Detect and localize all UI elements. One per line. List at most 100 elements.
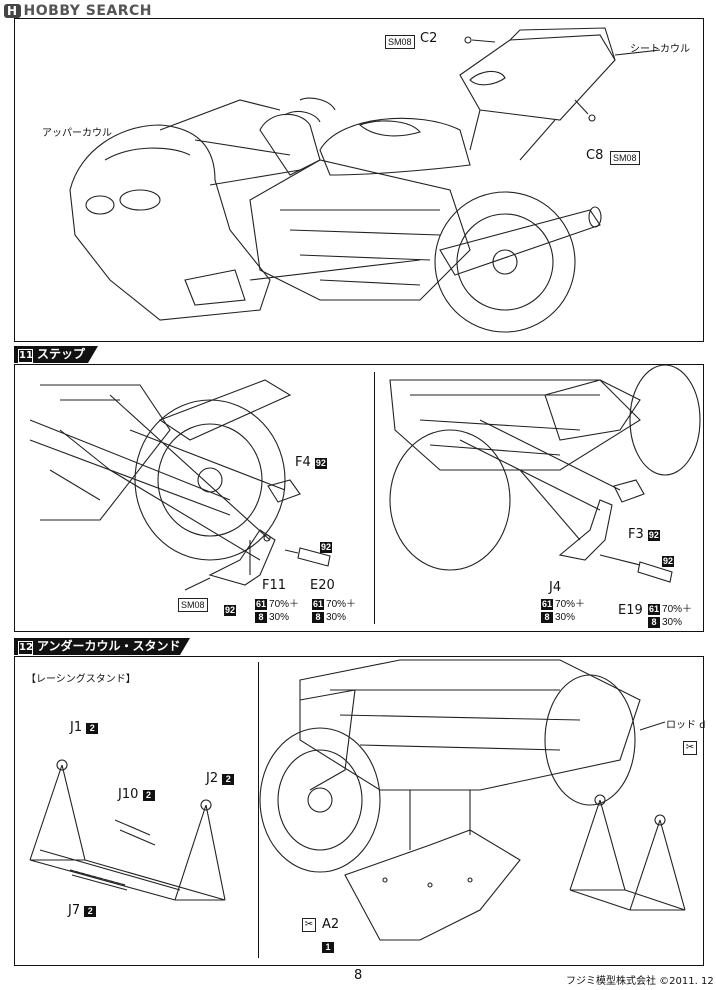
watermark-text: HOBBY SEARCH [23, 3, 153, 19]
e19-top-color-num: 92 [662, 556, 675, 567]
f11-paint-num-2: 8 [255, 612, 267, 623]
a2-num: 1 [322, 935, 336, 954]
f4-label: F4 92 [295, 455, 329, 470]
f3-part [613, 479, 645, 503]
j1-part-number: J1 [70, 720, 83, 735]
watermark-logo: H [4, 4, 21, 18]
f4-color: 92 [314, 458, 327, 469]
under-frame [14, 656, 704, 966]
j1-num: 2 [86, 723, 99, 734]
step-title: ステップ [37, 347, 86, 361]
front-wheel-under [259, 727, 381, 873]
j10-num: 2 [142, 790, 155, 801]
step-frame [14, 364, 704, 632]
muffler-top [439, 209, 601, 276]
engine-under [299, 659, 641, 791]
e19-top-color: 92 [662, 549, 676, 568]
c2-label: C2 [420, 31, 438, 46]
j2-label: J2 2 [206, 771, 236, 786]
e20-paint-num-1: 61 [312, 599, 325, 610]
e19-paint-num-1: 61 [648, 604, 661, 615]
fuel-tank [319, 117, 471, 176]
under-header: 12 アンダーカウル・スタンド [14, 638, 190, 655]
j7-label: J7 2 [68, 903, 98, 918]
under-title: アンダーカウル・スタンド [37, 639, 181, 653]
j7-part-number: J7 [68, 903, 81, 918]
e20-peg [297, 547, 331, 567]
f3-part-number: F3 [628, 527, 644, 542]
intake-funnels [259, 113, 321, 176]
e19-paint-text-1: 70%＋ [662, 604, 693, 615]
step-divider [374, 372, 375, 624]
j10-bar [114, 819, 156, 846]
step-left-sm-color-num: 92 [224, 605, 237, 616]
j4-bracket [558, 499, 613, 561]
e19-paint-text-2: 30% [662, 617, 683, 628]
f11-label: F11 [262, 578, 287, 593]
under-divider [258, 662, 259, 958]
j4-paint-text-2: 30% [555, 612, 576, 623]
j4-label: J4 [549, 580, 562, 595]
c8-sm-code: SM08 [610, 151, 640, 165]
fork [299, 689, 356, 791]
e20-paint-text-1: 70%＋ [326, 599, 357, 610]
c2-sm-code: SM08 [385, 35, 415, 49]
rear-wheel-step-left [134, 399, 286, 561]
e19-label: E19 [618, 603, 643, 618]
engine-block-top [249, 159, 471, 301]
front-wheel-step-right [629, 364, 701, 476]
under-number: 12 [19, 642, 33, 653]
j2-num: 2 [222, 774, 235, 785]
rear-wheel-top [434, 191, 576, 333]
upper-cowl-label: アッパーカウル [42, 128, 112, 139]
racing-stand-label: 【レーシングスタンド】 [26, 674, 136, 685]
muffler-step-left [158, 379, 292, 441]
cross-cut-icon-a2: ✂ [302, 918, 316, 932]
step-header: 11 ステップ [14, 346, 98, 363]
j7-num: 2 [84, 906, 97, 917]
c8-label: C8 [586, 148, 604, 163]
e20-top-color: 92 [320, 535, 334, 554]
j10-label: J10 2 [118, 787, 157, 802]
step-number: 11 [19, 350, 33, 361]
racing-stand [29, 759, 226, 901]
rod-label: ロッド d [666, 720, 706, 731]
seat-cowl [459, 34, 616, 121]
frame-step-right [389, 379, 641, 471]
seat-cowl-label: シートカウル [630, 44, 690, 55]
stand-right-a [569, 799, 626, 891]
j4-paint-num-2: 8 [541, 612, 553, 623]
j4-paint-text-1: 70%＋ [555, 599, 586, 610]
j1-label: J1 2 [70, 720, 100, 735]
copyright: フジミ模型株式会社 ©2011. 12 [566, 976, 714, 987]
step-left-sm-code: SM08 [178, 598, 208, 612]
f3-label: F3 92 [628, 527, 662, 542]
f4-part [267, 479, 301, 503]
cross-cut-icon: ✂ [683, 741, 697, 755]
rear-wheel-under [544, 674, 636, 806]
e20-paint-num-2: 8 [312, 612, 324, 623]
rear-wheel-step-right [389, 429, 511, 571]
upper-cowl [69, 124, 271, 321]
j10-part-number: J10 [118, 787, 139, 802]
a2-label: A2 [322, 917, 340, 932]
e20-paint-text-2: 30% [326, 612, 347, 623]
f4-part-number: F4 [295, 455, 311, 470]
page-number: 8 [354, 968, 363, 983]
under-cowl-a2 [344, 829, 521, 941]
e20-top-color-num: 92 [320, 542, 333, 553]
f11-bracket [208, 529, 276, 586]
step-left-sm-color: 92 [224, 598, 238, 617]
f11-paint-text-1: 70%＋ [269, 599, 300, 610]
top-frame [14, 18, 704, 342]
j4-paint-num-1: 61 [541, 599, 554, 610]
f11-paint-text-2: 30% [269, 612, 290, 623]
e19-paint-num-2: 8 [648, 617, 660, 628]
j2-part-number: J2 [206, 771, 219, 786]
e19-peg [637, 561, 673, 583]
